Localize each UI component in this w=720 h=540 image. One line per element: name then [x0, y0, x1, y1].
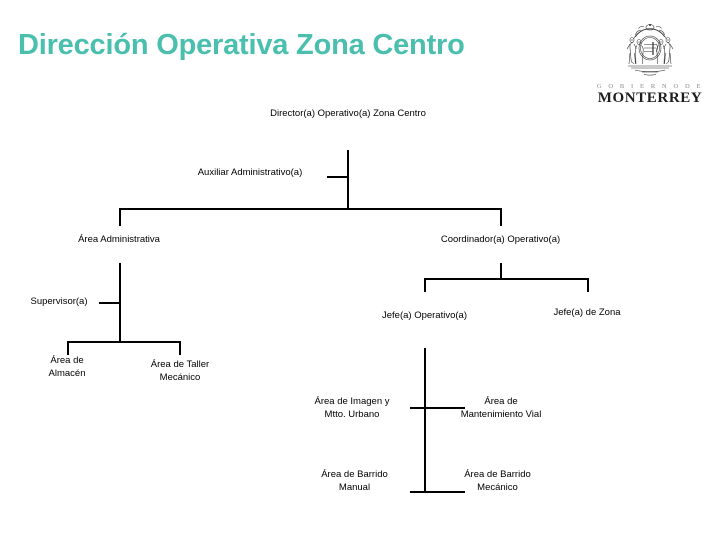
connector-drop-taller — [179, 341, 181, 355]
node-area-administrativa[interactable]: Área Administrativa — [78, 234, 160, 245]
connector-auxiliar-stub — [327, 176, 349, 178]
node-coordinador-operativo[interactable]: Coordinador(a) Operativo(a) — [440, 234, 561, 245]
monterrey-logo: G O B I E R N O D E MONTERREY — [596, 22, 704, 110]
node-supervisor[interactable]: Supervisor(a) — [30, 296, 88, 307]
node-area-almacen[interactable]: Área de Almacén — [48, 355, 86, 379]
connector-supervisor-stub — [99, 302, 121, 304]
node-auxiliar-administrativo[interactable]: Auxiliar Administrativo(a) — [197, 167, 303, 178]
node-area-imagen-mtto-urbano[interactable]: Área de Imagen y Mtto. Urbano — [314, 396, 390, 420]
connector-level4-urban-bar — [410, 407, 465, 409]
connector-drop-jefe-operativo — [424, 278, 426, 292]
node-area-barrido-mecanico[interactable]: Área de Barrido Mecánico — [464, 469, 531, 493]
connector-drop-coordinador — [500, 208, 502, 226]
node-jefe-operativo[interactable]: Jefe(a) Operativo(a) — [381, 310, 467, 321]
node-area-taller-mecanico[interactable]: Área de Taller Mecánico — [150, 359, 210, 383]
node-area-barrido-manual[interactable]: Área de Barrido Manual — [321, 469, 388, 493]
connector-drop-area-administrativa — [119, 208, 121, 226]
page-title: Dirección Operativa Zona Centro — [18, 29, 465, 61]
node-area-mantenimiento-vial[interactable]: Área de Mantenimiento Vial — [460, 396, 542, 420]
node-director-operativo[interactable]: Director(a) Operativo(a) Zona Centro — [270, 108, 426, 119]
connector-coordinador-spine — [500, 263, 502, 279]
node-jefe-de-zona[interactable]: Jefe(a) de Zona — [553, 307, 621, 318]
connector-left-level4-bar — [67, 341, 181, 343]
monterrey-coat-of-arms-icon — [626, 24, 674, 76]
connector-drop-jefe-zona — [587, 278, 589, 292]
connector-level2-bar — [119, 208, 501, 210]
logo-monterrey-text: MONTERREY — [597, 90, 703, 106]
connector-director-spine — [347, 150, 349, 210]
connector-right-level3-bar — [424, 278, 589, 280]
connector-level5-barrido-bar — [410, 491, 465, 493]
logo-gobierno-text: G O B I E R N O D E — [596, 83, 704, 90]
connector-drop-almacen — [67, 341, 69, 355]
connector-jefe-operativo-spine — [424, 348, 426, 493]
